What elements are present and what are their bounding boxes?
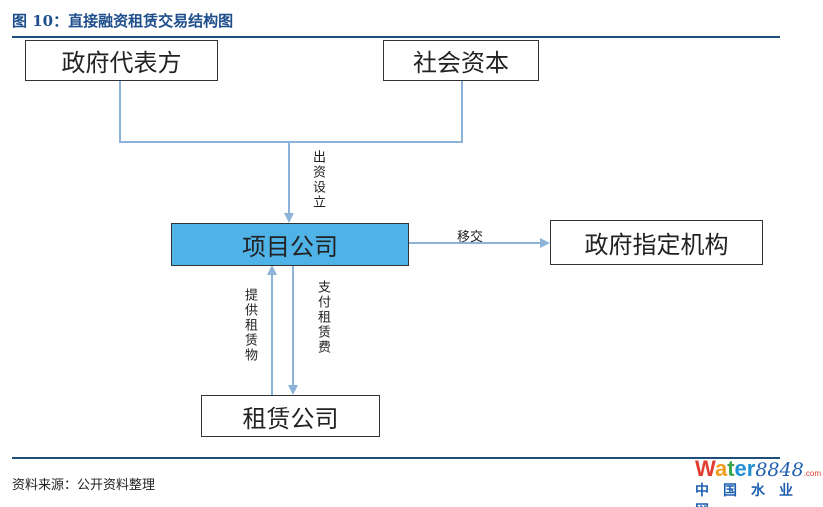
label-transfer: 移交: [457, 230, 484, 245]
node-project-company: 项目公司: [171, 223, 409, 266]
label-invest-setup: 出资设立: [310, 150, 325, 210]
merge-line: [119, 80, 463, 143]
node-social-capital: 社会资本: [383, 40, 539, 81]
logo: Water8848.com 中国水业网: [695, 456, 822, 507]
label-provide-lease: 提供租赁物: [242, 288, 257, 363]
bottom-rule: [12, 457, 780, 459]
figure-title: 图 10：直接融资租赁交易结构图: [12, 12, 234, 30]
label-pay-rent: 支付租赁费: [315, 280, 330, 355]
source-note: 资料来源：公开资料整理: [12, 478, 156, 493]
node-gov-designated: 政府指定机构: [550, 220, 763, 265]
node-leasing-company: 租赁公司: [201, 395, 380, 437]
node-gov-rep: 政府代表方: [25, 40, 218, 81]
top-rule: [12, 36, 780, 38]
